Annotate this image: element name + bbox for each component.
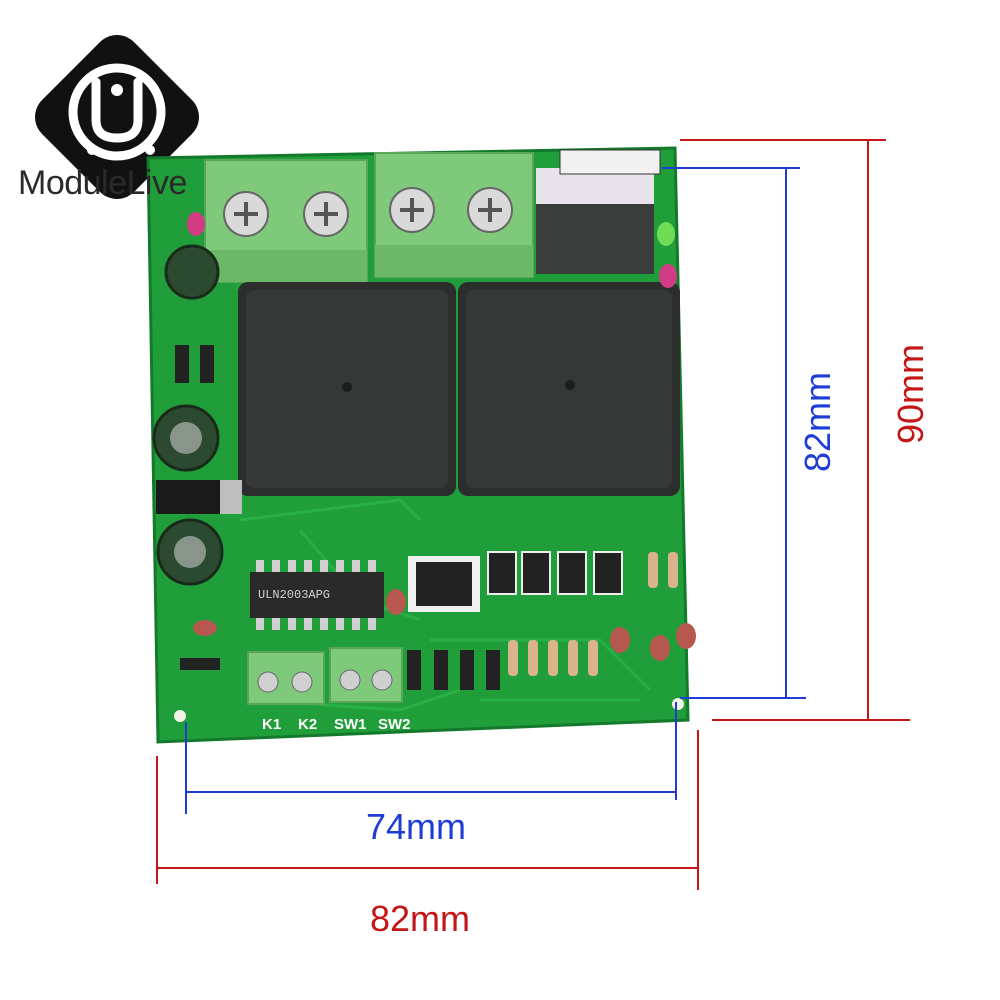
capacitors [152,244,224,586]
power-terminal-block-left [204,159,368,283]
terminal-label-k1: K1 [262,716,282,733]
relay-left [238,282,456,496]
power-terminal-block-right [374,152,534,278]
terminal-label-sw2: SW2 [378,716,411,733]
led-indicators [187,212,677,288]
resistors [508,552,678,676]
ic-label: ULN2003APG [258,588,331,602]
inner-height-dimension [662,167,806,699]
terminal-label-k2: K2 [298,716,318,733]
connector-header [536,149,661,274]
ceramic-capacitors [193,589,696,661]
diodes [175,345,500,690]
relay-right [458,282,680,496]
small-terminal-block-left [247,651,325,705]
inner-height-label: 82mm [797,371,838,472]
inner-width-label: 74mm [366,806,467,847]
small-terminal-block-right [329,647,403,703]
inner-width-dimension [185,702,677,814]
microcontroller-ic [408,556,480,612]
outer-height-label: 90mm [890,343,931,444]
outer-height-dimension [680,139,910,721]
voltage-regulator [156,480,242,514]
outer-width-label: 82mm [370,898,471,939]
brand-name: ModuleLive [18,164,187,202]
uln2003-ic [250,560,384,630]
optocouplers [487,551,623,595]
outer-width-dimension [156,730,699,890]
terminal-label-sw1: SW1 [334,716,367,733]
